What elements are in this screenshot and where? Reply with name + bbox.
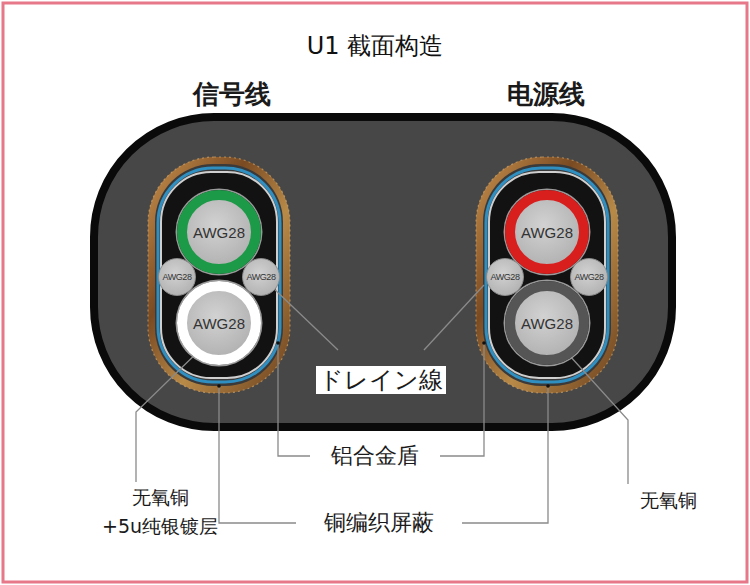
gauge-label: AWG28	[246, 272, 275, 282]
diagram-title: U1 截面构造	[307, 32, 443, 61]
gauge-label: AWG28	[521, 224, 573, 241]
material-label: 无氧铜 +5u纯银镀层	[90, 483, 230, 542]
gauge-label: AWG28	[193, 315, 245, 332]
pair-heading: 信号线	[193, 79, 271, 110]
shielded-pair	[148, 157, 290, 393]
part-label: ドレイン線	[316, 366, 446, 395]
part-label: 铜编织屏蔽	[321, 510, 437, 536]
conductor: AWG28	[177, 281, 261, 365]
drain-wire: AWG28	[570, 258, 608, 296]
gauge-label: AWG28	[490, 272, 519, 282]
gauge-label: AWG28	[521, 315, 573, 332]
leader-lines	[136, 285, 628, 523]
pair-heading: 电源线	[507, 79, 585, 110]
cable-jacket	[94, 117, 672, 427]
drain-wire: AWG28	[486, 258, 524, 296]
frame	[3, 3, 747, 582]
part-label: 铝合金盾	[328, 443, 422, 469]
gauge-label: AWG28	[193, 224, 245, 241]
drain-wire: AWG28	[158, 258, 196, 296]
material-label: 无氧铜	[640, 489, 697, 512]
shielded-pair	[476, 157, 618, 393]
gauge-label: AWG28	[162, 272, 191, 282]
conductor: AWG28	[505, 281, 589, 365]
drain-wire: AWG28	[242, 258, 280, 296]
gauge-label: AWG28	[574, 272, 603, 282]
